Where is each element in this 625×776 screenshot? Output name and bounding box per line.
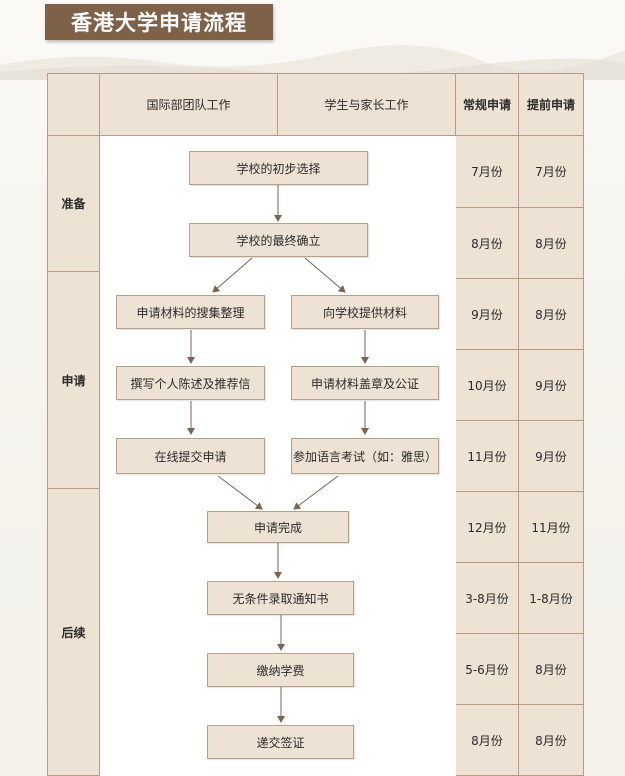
header-corner xyxy=(47,73,100,136)
schedule-regular: 11月份 xyxy=(456,421,519,492)
flow-visa: 递交签证 xyxy=(207,725,354,759)
flow-language-test: 参加语言考试（如：雅思） xyxy=(291,438,439,474)
header-intl-team: 国际部团队工作 xyxy=(100,73,278,136)
schedule-regular: 10月份 xyxy=(456,350,519,421)
schedule-early: 8月份 xyxy=(519,634,584,705)
schedule-regular: 3-8月份 xyxy=(456,563,519,634)
schedule-early: 9月份 xyxy=(519,350,584,421)
flow-provide-materials: 向学校提供材料 xyxy=(291,295,439,329)
stage-follow-up: 后续 xyxy=(47,489,100,776)
flow-stamp-notarize: 申请材料盖章及公证 xyxy=(291,366,439,400)
schedule-early: 8月份 xyxy=(519,208,584,279)
schedule-regular: 7月份 xyxy=(456,136,519,208)
header-early: 提前申请 xyxy=(519,73,584,136)
flow-pay-fees: 缴纳学费 xyxy=(207,653,354,687)
process-table: 国际部团队工作 学生与家长工作 常规申请 提前申请 准备 申请 后续 7月份 7… xyxy=(47,73,584,776)
page-title: 香港大学申请流程 xyxy=(45,4,273,40)
header-student-parent: 学生与家长工作 xyxy=(278,73,456,136)
stage-apply: 申请 xyxy=(47,272,100,489)
schedule-regular: 8月份 xyxy=(456,208,519,279)
flow-collect-materials: 申请材料的搜集整理 xyxy=(116,295,265,329)
flow-initial-selection: 学校的初步选择 xyxy=(189,151,368,185)
schedule-regular: 9月份 xyxy=(456,279,519,350)
schedule-early: 8月份 xyxy=(519,705,584,776)
flow-offer: 无条件录取通知书 xyxy=(207,581,354,615)
schedule-regular: 12月份 xyxy=(456,492,519,563)
schedule-regular: 5-6月份 xyxy=(456,634,519,705)
flow-online-submit: 在线提交申请 xyxy=(116,438,265,474)
header-regular: 常规申请 xyxy=(456,73,519,136)
schedule-early: 11月份 xyxy=(519,492,584,563)
flow-final-confirm: 学校的最终确立 xyxy=(189,223,368,257)
schedule-early: 8月份 xyxy=(519,279,584,350)
schedule-early: 1-8月份 xyxy=(519,563,584,634)
schedule-early: 9月份 xyxy=(519,421,584,492)
schedule-early: 7月份 xyxy=(519,136,584,208)
stage-prepare: 准备 xyxy=(47,136,100,272)
flow-write-statement: 撰写个人陈述及推荐信 xyxy=(116,366,265,400)
flow-complete: 申请完成 xyxy=(207,511,349,543)
